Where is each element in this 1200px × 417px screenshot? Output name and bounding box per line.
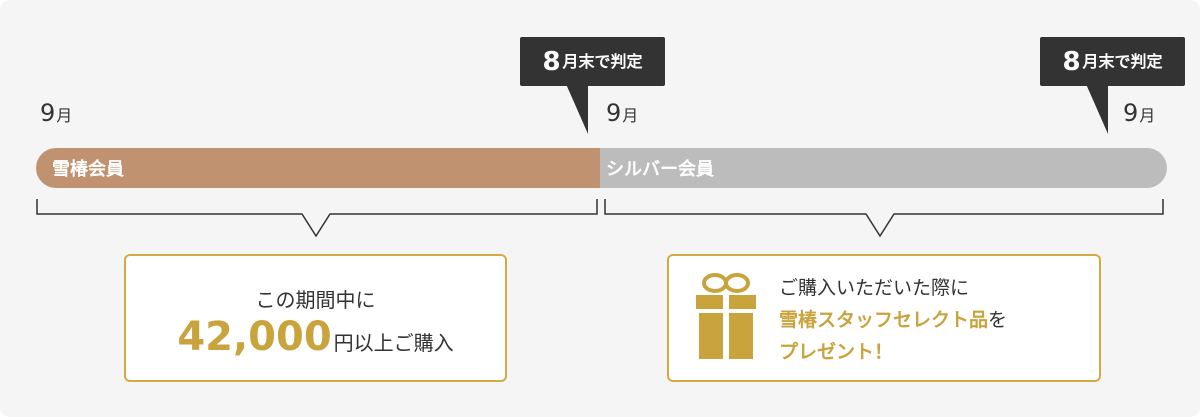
reward-box: ご購入いただいた際に 雪椿スタッフセレクト品を プレゼント！ bbox=[667, 254, 1101, 382]
end-month-label: 9月 bbox=[1123, 99, 1156, 127]
callout-pointer bbox=[1086, 84, 1108, 134]
start-month-label: 9月 bbox=[40, 99, 73, 127]
amount-value: 42,000 bbox=[177, 314, 332, 360]
tier-label: シルバー会員 bbox=[606, 159, 714, 180]
reward-text: ご購入いただいた際に 雪椿スタッフセレクト品を プレゼント！ bbox=[779, 272, 1007, 368]
reward-highlight: 雪椿スタッフセレクト品 bbox=[779, 309, 989, 331]
amount-suffix: 円以上ご購入 bbox=[333, 331, 454, 355]
period-bracket-left bbox=[36, 199, 598, 238]
tier-bar-yukitsubaki: 雪椿会員 bbox=[36, 148, 600, 188]
period-bracket-right bbox=[604, 199, 1164, 238]
gift-icon bbox=[696, 273, 756, 359]
tier-bar-silver: シルバー会員 bbox=[600, 148, 1167, 188]
mid-month-label: 9月 bbox=[606, 99, 639, 127]
tier-label: 雪椿会員 bbox=[52, 159, 124, 180]
callout-pointer bbox=[566, 84, 588, 134]
condition-text: この期間中に bbox=[255, 288, 376, 312]
reward-present-text: プレゼント！ bbox=[779, 341, 894, 363]
